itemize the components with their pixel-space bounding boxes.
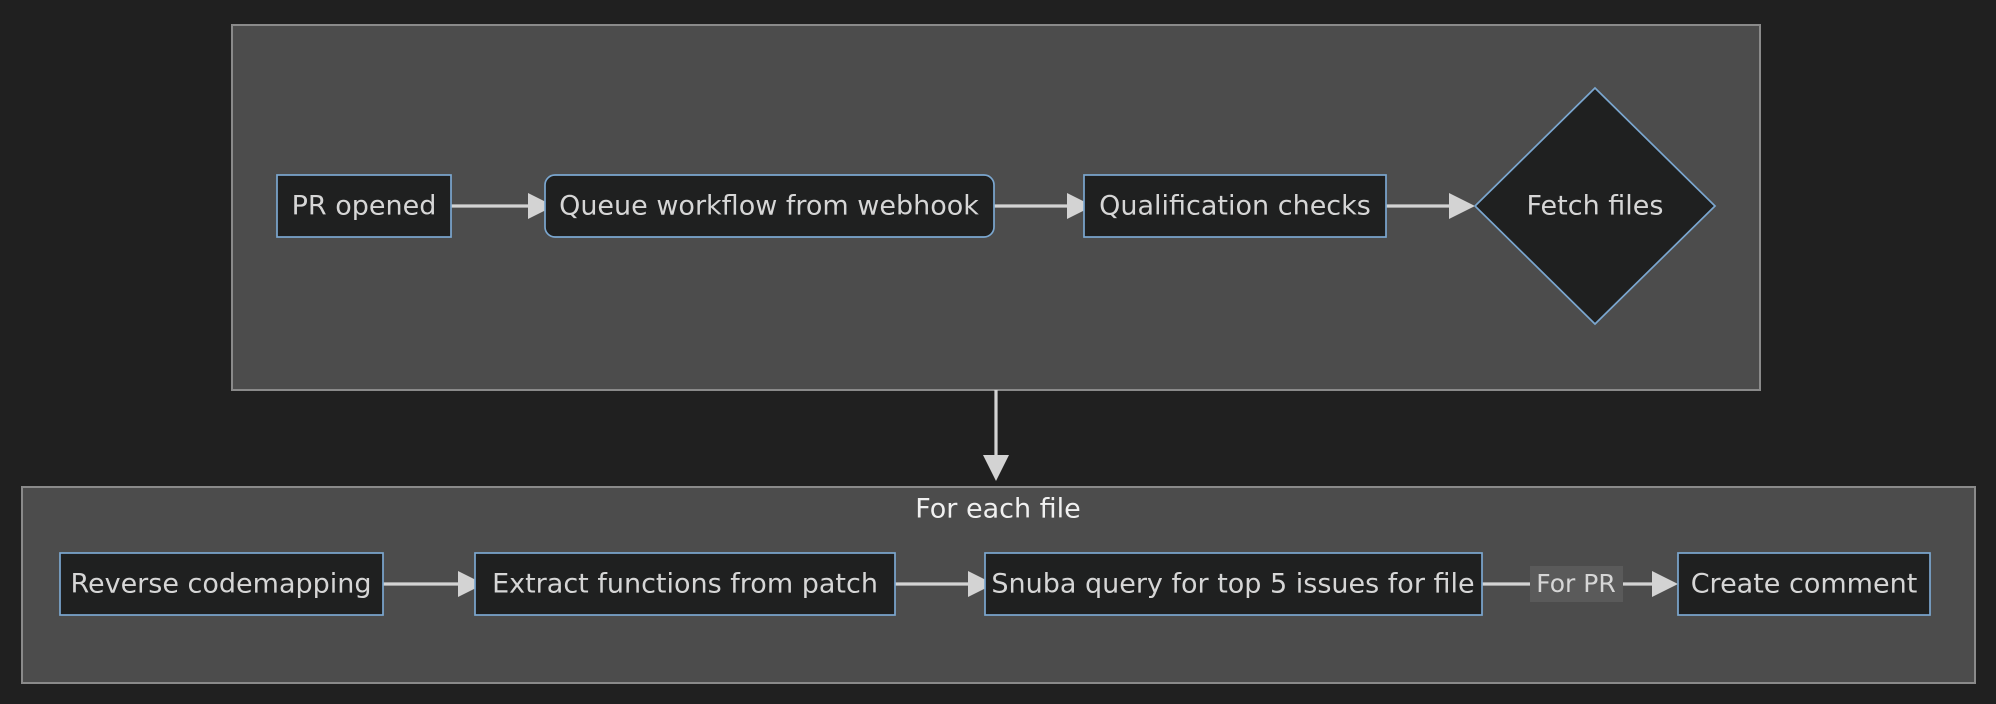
edge-qualification-to-fetch-files xyxy=(1386,193,1475,219)
node-queue-workflow-label: Queue workflow from webhook xyxy=(559,191,979,222)
node-snuba-query-shape[interactable] xyxy=(984,552,1483,616)
arrowhead-icon xyxy=(983,455,1009,481)
cluster-for-each-file-title: For each file xyxy=(915,494,1081,525)
edge-label-background xyxy=(1530,566,1623,602)
arrowhead-icon xyxy=(1067,193,1093,219)
node-extract-functions[interactable]: Extract functions from patch xyxy=(474,552,896,616)
node-snuba-query[interactable]: Snuba query for top 5 issues for file xyxy=(984,552,1483,616)
node-queue-workflow-shape[interactable] xyxy=(544,174,995,238)
arrowhead-icon xyxy=(968,571,994,597)
node-pr-opened-label: PR opened xyxy=(292,191,437,222)
arrowhead-icon xyxy=(458,571,484,597)
node-extract-functions-shape[interactable] xyxy=(474,552,896,616)
edge-top-cluster-to-for-each-file xyxy=(983,390,1009,481)
edge-extract-fns-to-snuba-query xyxy=(895,571,994,597)
node-reverse-codemapping-label: Reverse codemapping xyxy=(70,569,371,600)
node-fetch-files-shape[interactable] xyxy=(1473,86,1717,326)
edge-snuba-query-to-create-comment: For PR xyxy=(1482,566,1678,602)
node-qualification-checks-shape[interactable] xyxy=(1083,174,1387,238)
arrowhead-icon xyxy=(1449,193,1475,219)
arrowhead-icon xyxy=(528,193,554,219)
node-create-comment-label: Create comment xyxy=(1691,569,1918,600)
node-create-comment-shape[interactable] xyxy=(1677,552,1931,616)
node-reverse-codemapping[interactable]: Reverse codemapping xyxy=(59,552,384,616)
edge-pr-opened-to-queue-workflow xyxy=(451,193,554,219)
node-fetch-files[interactable]: Fetch files xyxy=(1473,86,1717,326)
node-extract-functions-label: Extract functions from patch xyxy=(492,569,878,600)
edge-queue-workflow-to-qualification xyxy=(994,193,1093,219)
node-queue-workflow[interactable]: Queue workflow from webhook xyxy=(544,174,995,238)
node-qualification-checks[interactable]: Qualification checks xyxy=(1083,174,1387,238)
edge-label-for-pr: For PR xyxy=(1536,569,1615,598)
node-pr-opened[interactable]: PR opened xyxy=(276,174,452,238)
arrowhead-icon xyxy=(1652,571,1678,597)
node-create-comment[interactable]: Create comment xyxy=(1677,552,1931,616)
node-snuba-query-label: Snuba query for top 5 issues for file xyxy=(991,569,1474,600)
node-qualification-checks-label: Qualification checks xyxy=(1099,191,1371,222)
node-reverse-codemapping-shape[interactable] xyxy=(59,552,384,616)
node-fetch-files-label: Fetch files xyxy=(1527,191,1664,222)
edge-reverse-codemap-to-extract-fns xyxy=(383,571,484,597)
node-pr-opened-shape[interactable] xyxy=(276,174,452,238)
